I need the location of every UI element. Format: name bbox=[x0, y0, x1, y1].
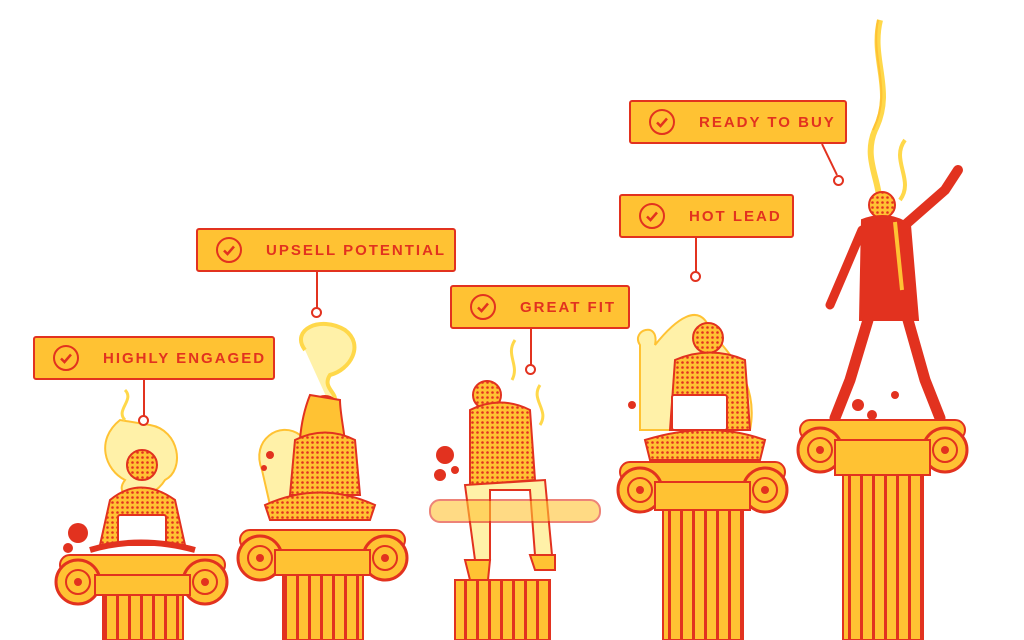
connector-dot bbox=[833, 175, 844, 186]
connector-dot bbox=[138, 415, 149, 426]
person-1 bbox=[89, 449, 196, 553]
person-4 bbox=[643, 322, 767, 461]
badge-label: READY TO BUY bbox=[699, 113, 836, 131]
connector-dot bbox=[690, 271, 701, 282]
badge-label: HIGHLY ENGAGED bbox=[103, 349, 267, 367]
badge-ready-to-buy: READY TO BUY bbox=[629, 100, 847, 144]
person-2 bbox=[263, 393, 377, 521]
check-circle-icon bbox=[470, 294, 496, 320]
badge-great-fit: GREAT FIT bbox=[450, 285, 630, 329]
connector-line bbox=[821, 144, 838, 176]
connector-line bbox=[695, 238, 697, 272]
badge-label: GREAT FIT bbox=[520, 298, 617, 316]
connector-line bbox=[530, 329, 532, 365]
pillar-2 bbox=[236, 321, 409, 640]
connector-line bbox=[143, 380, 145, 416]
badge-hot-lead: HOT LEAD bbox=[619, 194, 794, 238]
pillar-3 bbox=[429, 339, 601, 640]
badge-label: UPSELL POTENTIAL bbox=[266, 241, 447, 259]
badge-upsell-potential: UPSELL POTENTIAL bbox=[196, 228, 456, 272]
badge-label: HOT LEAD bbox=[689, 207, 782, 225]
check-circle-icon bbox=[216, 237, 242, 263]
person-5 bbox=[825, 165, 963, 424]
connector-dot bbox=[525, 364, 536, 375]
check-circle-icon bbox=[53, 345, 79, 371]
check-circle-icon bbox=[639, 203, 665, 229]
check-circle-icon bbox=[649, 109, 675, 135]
pillar-1 bbox=[54, 388, 229, 640]
connector-dot bbox=[311, 307, 322, 318]
connector-line bbox=[316, 272, 318, 308]
pillar-5 bbox=[796, 19, 969, 640]
pillar-4 bbox=[616, 314, 789, 640]
badge-highly-engaged: HIGHLY ENGAGED bbox=[33, 336, 275, 380]
